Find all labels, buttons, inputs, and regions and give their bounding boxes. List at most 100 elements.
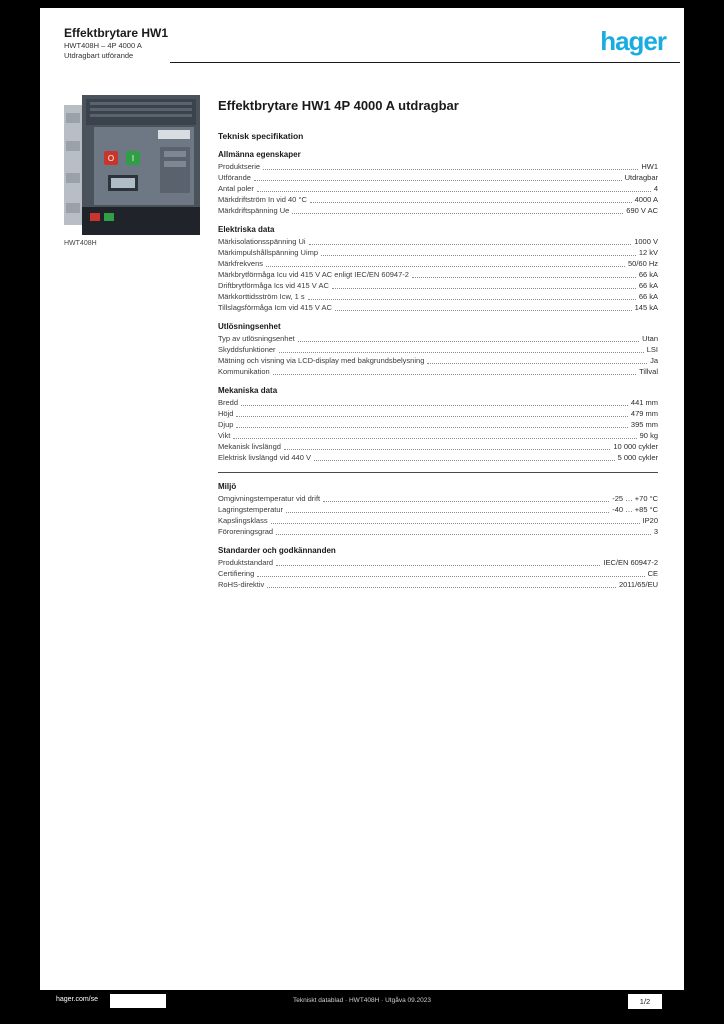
dotted-leader	[427, 363, 648, 364]
footer-bar: hager.com/se Tekniskt datablad · HWT408H…	[40, 990, 684, 1016]
spec-label: Omgivningstemperatur vid drift	[218, 494, 321, 503]
dotted-leader	[263, 169, 639, 170]
svg-text:I: I	[132, 154, 134, 163]
product-family-title: Effektbrytare HW1	[64, 26, 169, 40]
spec-label: Höjd	[218, 409, 234, 418]
spec-value: 1000 V	[634, 237, 658, 246]
header-rule	[170, 62, 680, 63]
section-title: Utlösningsenhet	[218, 322, 281, 331]
footer-label-box	[110, 994, 166, 1008]
section-divider	[218, 472, 658, 473]
dotted-leader	[308, 244, 632, 245]
spec-row: Certifiering CE	[218, 568, 658, 579]
product-reference: HWT408H – 4P 4000 A	[64, 41, 142, 50]
dotted-leader	[267, 587, 616, 588]
spec-value: 66 kA	[638, 270, 658, 279]
spec-value: -25 … +70 °C	[612, 494, 658, 503]
spec-value: 4000 A	[634, 195, 658, 204]
section-title: Mekaniska data	[218, 386, 278, 395]
spec-label: Tillslagsförmåga Icm vid 415 V AC	[218, 303, 332, 312]
product-variant: Utdragbart utförande	[64, 51, 134, 60]
footer-page-number: 1/2	[628, 994, 662, 1009]
dotted-leader	[321, 255, 636, 256]
dotted-leader	[253, 180, 622, 181]
spec-row: Driftbrytförmåga Ics vid 415 V AC 66 kA	[218, 280, 658, 291]
spec-row: Höjd 479 mm	[218, 408, 658, 419]
spec-row: Mätning och visning via LCD-display med …	[218, 355, 658, 366]
spec-row: Märkdriftspänning Ue 690 V AC	[218, 205, 658, 216]
page-title: Effektbrytare HW1 4P 4000 A utdragbar	[218, 98, 459, 113]
spec-section-label: Teknisk specifikation	[218, 131, 304, 141]
spec-label: Utförande	[218, 173, 251, 182]
spec-row: Typ av utlösningsenhet Utan	[218, 333, 658, 344]
spec-value: CE	[647, 569, 658, 578]
spec-value: 66 kA	[638, 292, 658, 301]
spec-row: Produktserie HW1	[218, 161, 658, 172]
spec-label: Märkisolationsspänning Ui	[218, 237, 306, 246]
spec-row: Bredd 441 mm	[218, 397, 658, 408]
spec-label: Produktstandard	[218, 558, 274, 567]
spec-label: Märkfrekvens	[218, 259, 264, 268]
dotted-leader	[233, 438, 637, 439]
section-title: Allmänna egenskaper	[218, 150, 301, 159]
spec-label: Produktserie	[218, 162, 261, 171]
spec-label: Märkdriftspänning Ue	[218, 206, 290, 215]
spec-value: Utan	[642, 334, 658, 343]
spec-value: 66 kA	[638, 281, 658, 290]
content-column: Effektbrytare HW1 4P 4000 A utdragbar Te…	[218, 98, 658, 590]
circuit-breaker-illustration: O I	[64, 95, 200, 235]
spec-label: Djup	[218, 420, 234, 429]
dotted-leader	[307, 299, 636, 300]
dotted-leader	[266, 266, 625, 267]
spec-value: LSI	[646, 345, 658, 354]
section-title: Elektriska data	[218, 225, 275, 234]
spec-value: 441 mm	[630, 398, 658, 407]
spec-value: Ja	[650, 356, 658, 365]
spec-label: Certifiering	[218, 569, 255, 578]
spec-label: Antal poler	[218, 184, 254, 193]
dotted-leader	[278, 352, 644, 353]
spec-label: Märkkorttidsström Icw, 1 s	[218, 292, 305, 301]
spec-value: IEC/EN 60947-2	[603, 558, 658, 567]
spec-value: HW1	[641, 162, 658, 171]
dotted-leader	[283, 449, 611, 450]
spec-label: Typ av utlösningsenhet	[218, 334, 295, 343]
spec-row: Lagringstemperatur-40 … +85 °C	[218, 504, 658, 515]
spec-label: Vikt	[218, 431, 231, 440]
spec-label: Bredd	[218, 398, 239, 407]
header-block: Effektbrytare HW1 HWT408H – 4P 4000 A Ut…	[64, 26, 168, 61]
dotted-leader	[331, 288, 636, 289]
hager-logo: hager	[600, 26, 667, 56]
spec-row: RoHS-direktiv 2011/65/EU	[218, 579, 658, 590]
spec-value: 690 V AC	[626, 206, 658, 215]
spec-value: 2011/65/EU	[618, 580, 658, 589]
dotted-leader	[411, 277, 636, 278]
spec-value: 479 mm	[630, 409, 658, 418]
spec-label: Driftbrytförmåga Ics vid 415 V AC	[218, 281, 329, 290]
dotted-leader	[276, 565, 601, 566]
spec-value: 12 kV	[638, 248, 658, 257]
dotted-leader	[297, 341, 640, 342]
spec-row: Produktstandard IEC/EN 60947-2	[218, 557, 658, 568]
spec-label: RoHS-direktiv	[218, 580, 265, 589]
spec-row: Omgivningstemperatur vid drift -25 … +70 …	[218, 493, 658, 504]
dotted-leader	[272, 374, 637, 375]
datasheet-page: Effektbrytare HW1 HWT408H – 4P 4000 A Ut…	[40, 8, 684, 990]
dotted-leader	[257, 576, 645, 577]
section-title: Miljö	[218, 482, 237, 491]
spec-value: Utdragbar	[624, 173, 658, 182]
